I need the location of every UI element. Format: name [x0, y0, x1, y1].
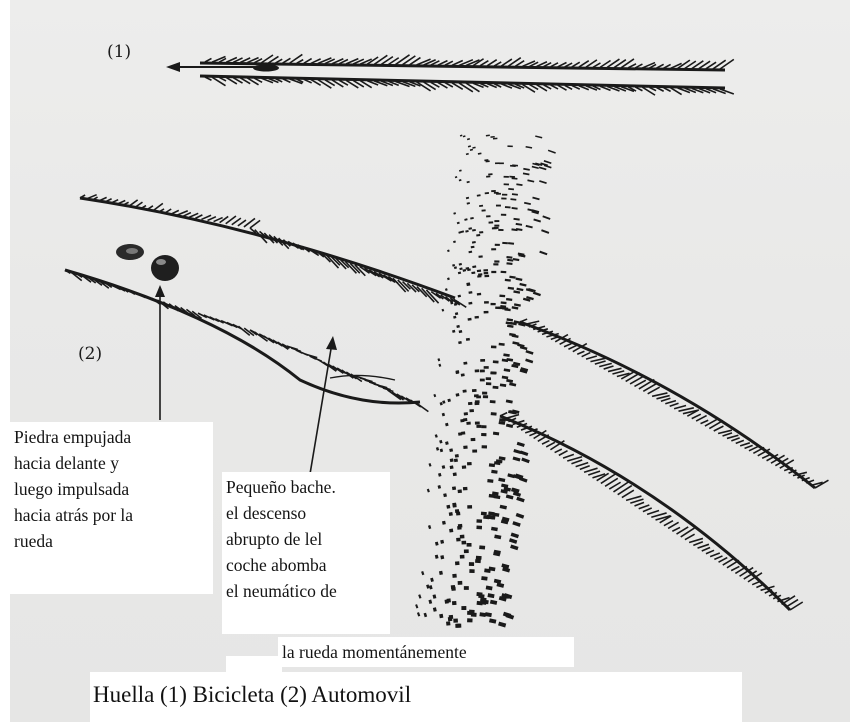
stone-callout-line: rueda — [14, 528, 209, 554]
bump-callout-line: Pequeño bache. — [226, 474, 386, 500]
track-1-label: (1) — [107, 42, 131, 62]
bump-callout-line: coche abomba — [226, 552, 386, 578]
bump-callout-line: el descenso — [226, 500, 386, 526]
crossing-tread-band — [415, 135, 556, 628]
bump-callout: Pequeño bache. el descenso abrupto de le… — [222, 472, 390, 634]
figure-caption: Huella (1) Bicicleta (2) Automovil — [90, 672, 742, 722]
bump-callout-line: el neumático de — [226, 578, 386, 604]
stone-callout-line: hacia delante y — [14, 450, 209, 476]
stone-callout: Piedra empujada hacia delante y luego im… — [10, 422, 213, 594]
stone-callout-line: Piedra empujada — [14, 424, 209, 450]
track-2-label: (2) — [78, 344, 102, 364]
bump-callout-tail: la rueda momentánemente — [278, 637, 574, 667]
bump-callout-line: abrupto de lel — [226, 526, 386, 552]
stone-callout-line: luego impulsada — [14, 476, 209, 502]
stone — [116, 244, 179, 281]
bicycle-track — [200, 54, 734, 95]
stone-callout-line: hacia atrás por la — [14, 502, 209, 528]
callout-patch — [226, 656, 282, 672]
